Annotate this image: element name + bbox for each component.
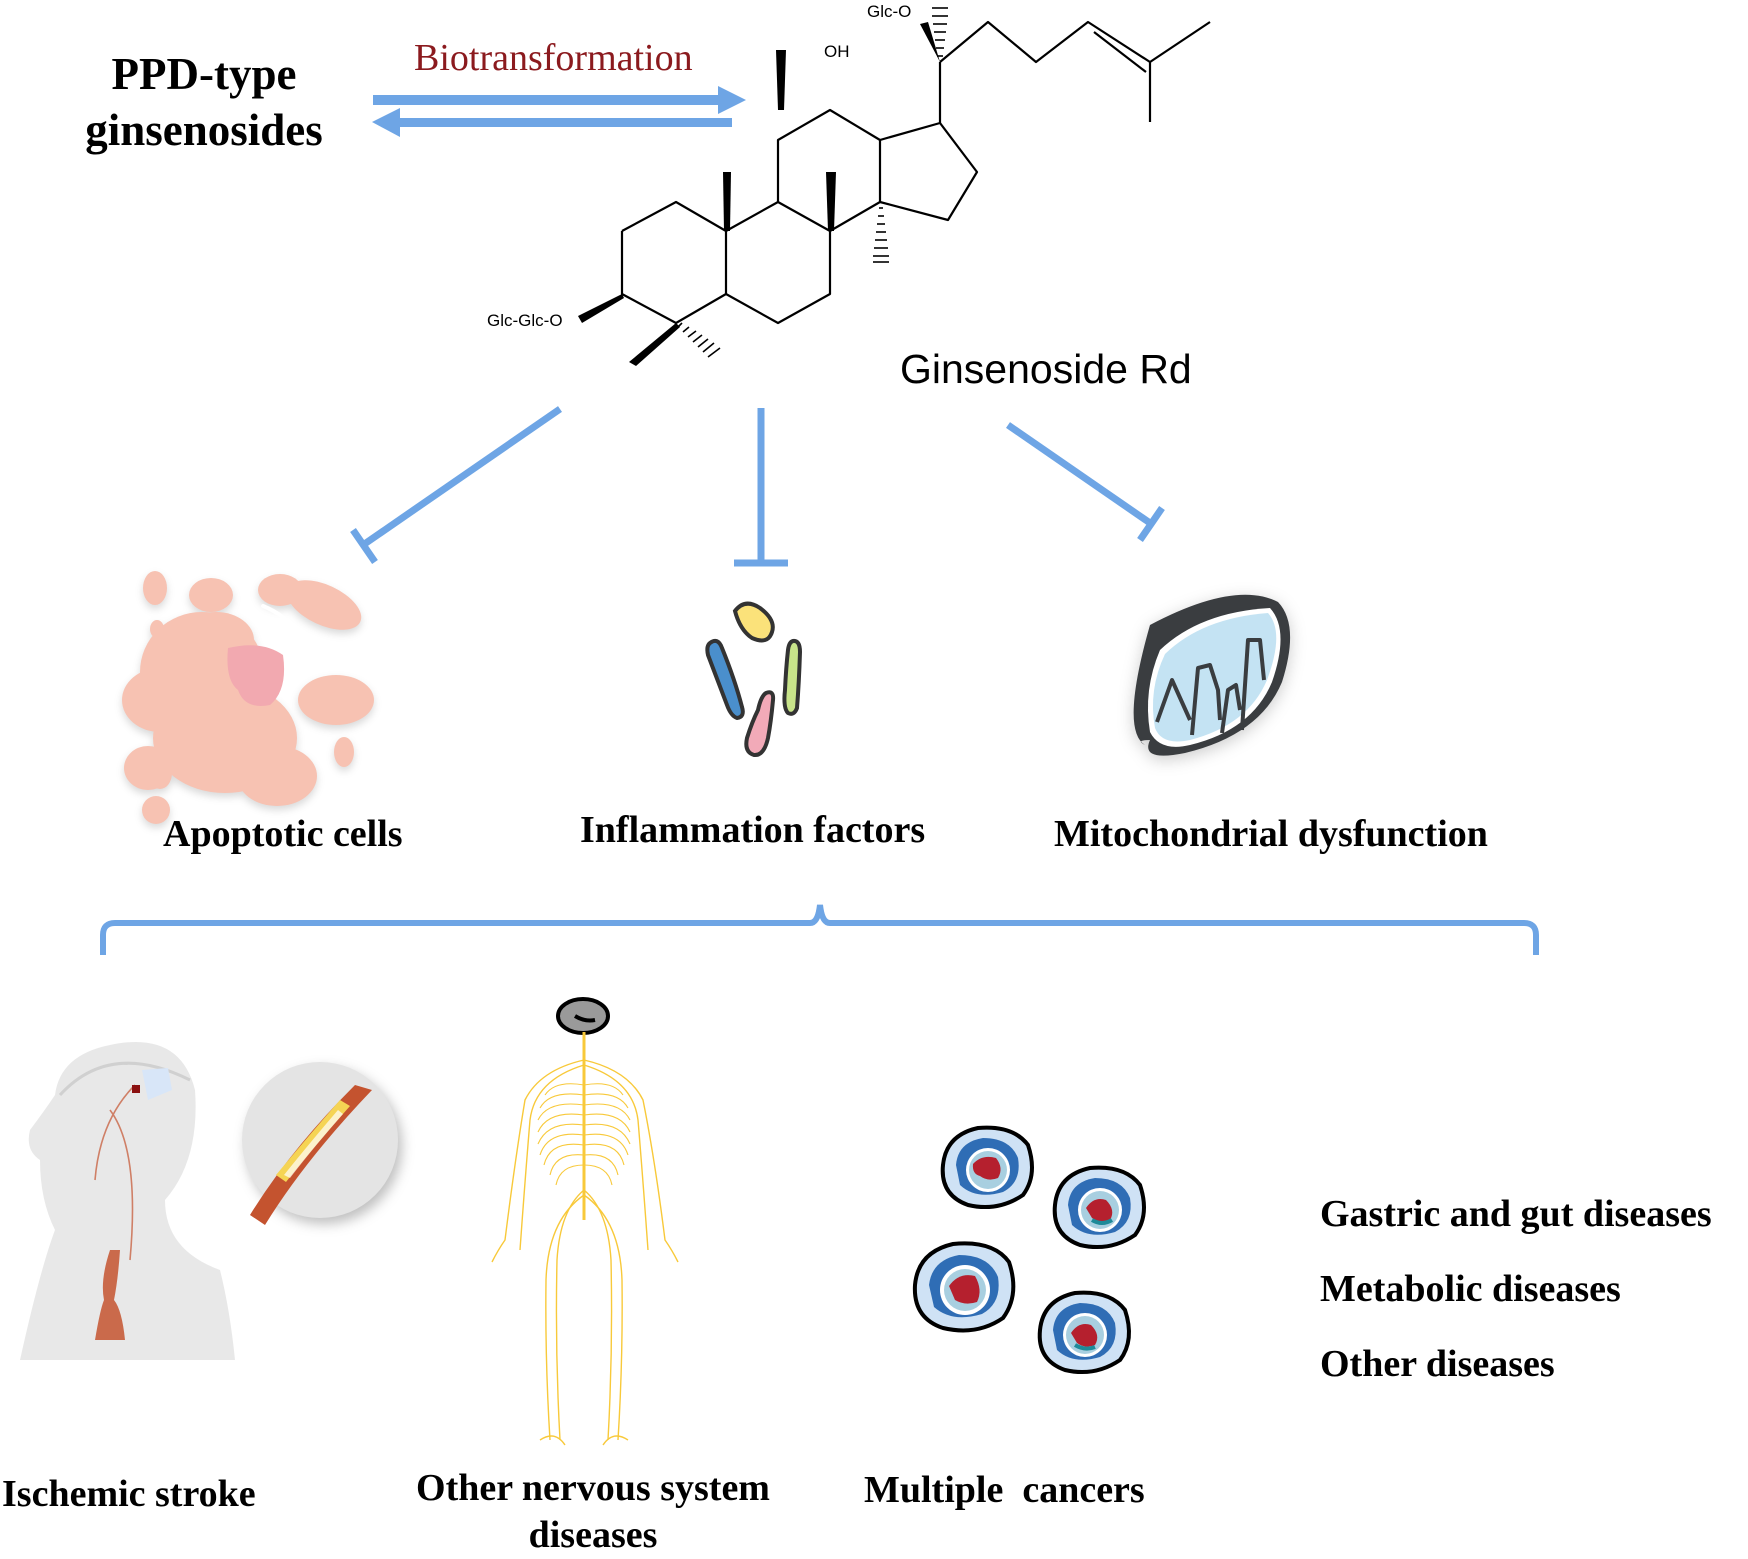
substituent-c20: Glc-O: [867, 2, 912, 21]
cancer-cell: [1052, 1165, 1146, 1249]
rib-nerves: [537, 1083, 631, 1186]
effect-label-inflammation: Inflammation factors: [580, 809, 926, 851]
disease-label-cancers: Multiple cancers: [864, 1469, 1145, 1511]
biotransformation-label: Biotransformation: [414, 37, 693, 79]
inhibit-apoptosis-arrow-icon: [350, 406, 562, 564]
cancer-cells-icon: [912, 1125, 1146, 1374]
head-vessel-icon: [20, 1042, 398, 1360]
disease-label-nervous-system: Other nervous system diseases: [393, 1465, 793, 1559]
other-disease-gastric: Gastric and gut diseases: [1320, 1193, 1712, 1235]
mitochondrion-icon: [1133, 594, 1291, 756]
source-title-line1: PPD-type: [111, 49, 297, 99]
inhibit-mitochondria-arrow-icon: [1006, 422, 1165, 542]
source-title: PPD-type ginsenosides: [74, 46, 334, 158]
ginsenoside-rd-structure: [578, 20, 1211, 366]
cancer-cell: [1037, 1290, 1131, 1374]
source-title-line2: ginsenosides: [85, 105, 323, 155]
cancer-cell: [912, 1241, 1016, 1333]
other-disease-other: Other diseases: [1320, 1343, 1555, 1385]
inhibit-inflammation-arrow-icon: [734, 408, 788, 567]
compound-name: Ginsenoside Rd: [900, 346, 1192, 392]
substituent-c12: OH: [824, 42, 850, 61]
grouping-brace: [100, 904, 1539, 955]
effect-label-apoptotic: Apoptotic cells: [163, 813, 403, 855]
apoptotic-cell-icon: [122, 571, 374, 824]
reverse-arrow-icon: [372, 108, 732, 137]
disease-label-nervous-line1: Other nervous system: [416, 1467, 770, 1509]
cancer-cell: [940, 1125, 1034, 1209]
other-disease-metabolic: Metabolic diseases: [1320, 1268, 1621, 1310]
disease-label-nervous-line2: diseases: [528, 1514, 658, 1556]
inflammation-factors-icon: [705, 601, 803, 758]
effect-label-mitochondrial: Mitochondrial dysfunction: [1054, 813, 1488, 855]
biotransformation-arrows: [372, 86, 746, 137]
forward-arrow-icon: [373, 86, 746, 114]
disease-label-ischemic-stroke: Ischemic stroke: [2, 1473, 256, 1515]
substituent-c3: Glc-Glc-O: [487, 311, 563, 330]
hashed-bonds: [677, 7, 948, 358]
nervous-system-icon: [491, 997, 679, 1446]
inhibition-arrows: [350, 406, 1165, 567]
apoptotic-nucleus: [227, 645, 285, 706]
